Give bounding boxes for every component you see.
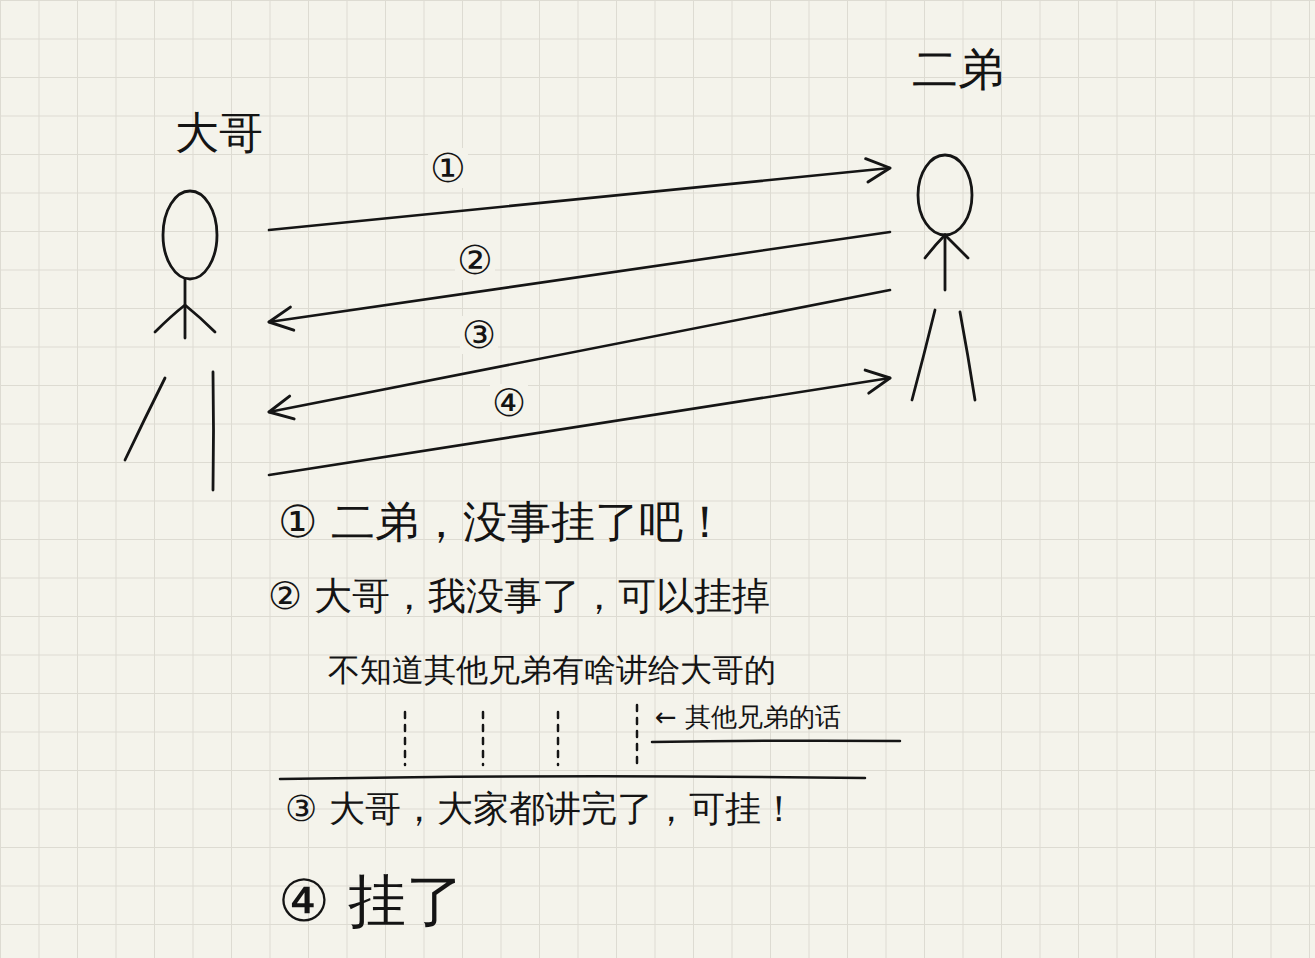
dialogue-note: ④ 挂了 <box>278 868 464 935</box>
figure-limb <box>960 312 975 400</box>
step-number: ③ <box>460 316 498 354</box>
dashed-divider <box>636 705 639 765</box>
stick-figure: 二弟 <box>890 35 1015 410</box>
stick-figure: 大哥 <box>115 100 269 495</box>
message-arrow <box>269 168 890 230</box>
dialogue-note: ← 其他兄弟的话 <box>655 703 841 733</box>
separator-line <box>280 776 865 779</box>
figure-limb <box>155 305 215 332</box>
figure-limb <box>212 372 215 490</box>
figure-limb <box>125 378 165 460</box>
figure-limb <box>912 310 935 400</box>
dialogue-note: ① 二弟，没事挂了吧！ <box>278 497 727 548</box>
step-number: ④ <box>490 384 528 422</box>
figure-limb <box>925 235 968 258</box>
figure-limb <box>944 235 947 290</box>
dashed-divider <box>482 712 485 765</box>
stick-figure-drawing <box>115 100 269 495</box>
underline <box>652 741 900 742</box>
figure-limb <box>184 279 187 338</box>
dialogue-note: ② 大哥，我没事了，可以挂掉 <box>268 575 770 619</box>
step-number: ① <box>428 148 468 188</box>
figure-head <box>163 191 217 279</box>
step-number: ② <box>455 240 495 280</box>
dashed-divider <box>557 712 560 765</box>
message-arrow <box>269 378 890 475</box>
dashed-divider <box>404 712 407 765</box>
figure-name: 二弟 <box>912 43 1004 96</box>
figure-head <box>918 155 972 235</box>
dialogue-note: 不知道其他兄弟有啥讲给大哥的 <box>328 652 776 689</box>
dialogue-note: ③ 大哥，大家都讲完了，可挂！ <box>285 788 797 829</box>
figure-name: 大哥 <box>175 108 263 159</box>
